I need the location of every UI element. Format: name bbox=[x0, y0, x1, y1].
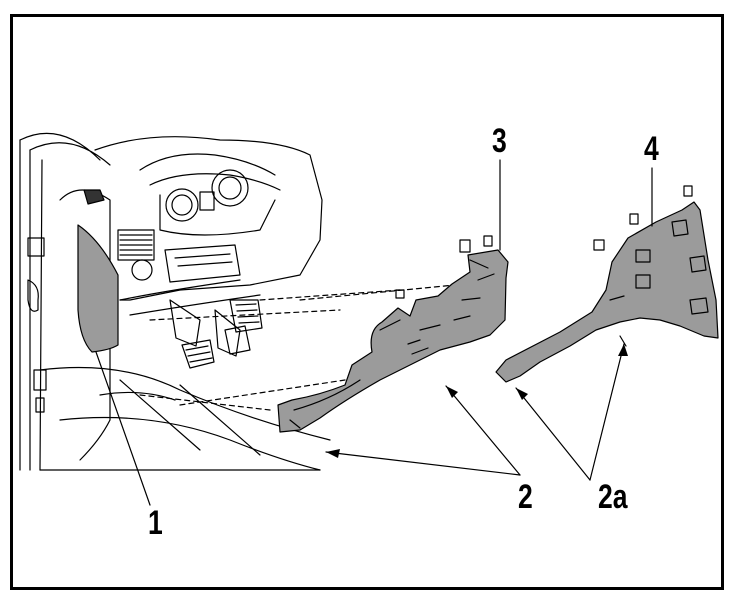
clip-3b bbox=[483, 235, 493, 247]
clip-3c bbox=[395, 289, 405, 299]
clip-4b bbox=[683, 185, 693, 197]
callout-3: 3 bbox=[492, 122, 507, 160]
clip-4c bbox=[593, 239, 605, 251]
leader-2a-left bbox=[515, 387, 591, 481]
leader-2-left bbox=[325, 451, 521, 476]
clip-4a bbox=[629, 213, 639, 225]
side-panel-1 bbox=[77, 224, 119, 353]
dashboard bbox=[94, 136, 323, 333]
clip-3a bbox=[459, 239, 471, 253]
callout-2: 2 bbox=[518, 478, 533, 516]
leader-2-right bbox=[445, 385, 521, 476]
leader-lines bbox=[95, 159, 653, 506]
callout-1: 1 bbox=[148, 504, 163, 542]
leader-1 bbox=[95, 351, 151, 506]
pedals bbox=[169, 299, 251, 369]
callout-2a: 2a bbox=[598, 478, 628, 516]
a-pillar-trim-panel-4 bbox=[495, 201, 719, 383]
lower-dash-panel-3 bbox=[277, 249, 509, 433]
callout-4: 4 bbox=[644, 130, 659, 168]
leader-2a-right bbox=[589, 343, 625, 481]
phantom-lines bbox=[139, 284, 456, 411]
arrowheads bbox=[326, 344, 628, 458]
